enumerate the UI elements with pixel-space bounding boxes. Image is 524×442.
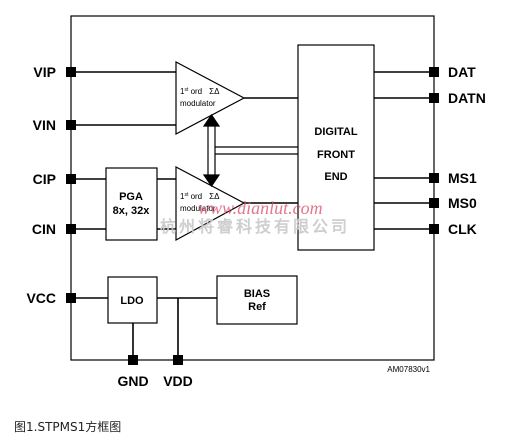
ldo-label: LDO [120, 295, 144, 307]
pin-vip-label: VIP [33, 64, 56, 80]
bias-ref-block [216, 275, 298, 325]
dfe-label-line3: END [324, 171, 347, 183]
pga-label-line2: 8x, 32x [113, 205, 151, 217]
pin-cip-label: CIP [33, 171, 56, 187]
pin-ms0-label: MS0 [448, 195, 477, 211]
modulator-bottom-block [175, 166, 246, 242]
pin-gnd-label: GND [117, 373, 148, 389]
watermark-company: 杭州将睿科技有限公司 [160, 217, 350, 236]
modulator-top-block [175, 61, 246, 135]
pin-vin-label: VIN [33, 117, 56, 133]
dfe-label-line2: FRONT [317, 149, 355, 161]
figure-caption: 图1.STPMS1方框图 [14, 420, 122, 434]
digital-front-end-block [297, 44, 375, 251]
wires [71, 71, 434, 360]
dfe-label-line1: DIGITAL [314, 126, 357, 138]
pin-datn-label: DATN [448, 90, 486, 106]
modulator-bottom-line2: modulator [180, 204, 216, 213]
pga-block [105, 167, 158, 241]
pin-vcc-label: VCC [26, 290, 56, 306]
modulator-bus [202, 113, 298, 188]
pin-dat-label: DAT [448, 64, 476, 80]
modulator-top-line2: modulator [180, 99, 216, 108]
bias-label-line1: BIAS [244, 288, 270, 300]
pin-clk-label: CLK [448, 221, 477, 237]
reference-code: AM07830v1 [387, 365, 430, 374]
pin-ms1-label: MS1 [448, 170, 477, 186]
chip-outline [70, 15, 435, 361]
bias-label-line2: Ref [248, 301, 266, 313]
pin-cin-label: CIN [32, 221, 56, 237]
pga-label-line1: PGA [119, 191, 143, 203]
pin-vdd-label: VDD [163, 373, 193, 389]
pin-markers [66, 67, 439, 365]
watermark-url: www.dianlut.com [198, 198, 323, 218]
ldo-block [107, 276, 158, 324]
